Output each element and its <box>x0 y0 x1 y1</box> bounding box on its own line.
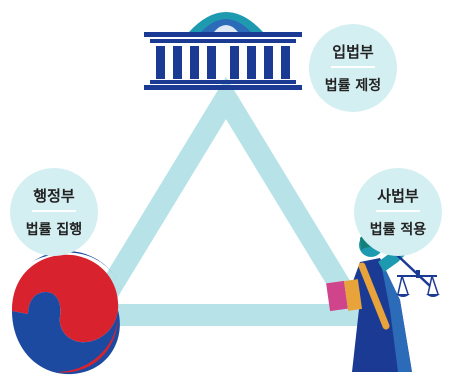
executive-branch-role: 법률 집행 <box>25 222 83 238</box>
executive-branch-name: 행정부 <box>33 187 75 205</box>
connecting-triangle <box>74 76 378 326</box>
judicial-branch-bubble: 사법부 법률 적용 <box>354 168 442 256</box>
bubble-divider <box>32 210 76 212</box>
judicial-branch-role: 법률 적용 <box>369 222 427 238</box>
bubble-divider <box>376 210 420 212</box>
judicial-branch-name: 사법부 <box>377 187 419 205</box>
legislative-branch-role: 법률 제정 <box>324 78 382 94</box>
government-emblem-icon <box>12 251 122 375</box>
legislative-branch-bubble: 입법부 법률 제정 <box>309 24 397 112</box>
legislative-branch-name: 입법부 <box>332 43 374 61</box>
lady-justice-icon <box>326 232 440 372</box>
bubble-divider <box>331 66 375 68</box>
executive-branch-bubble: 행정부 법률 집행 <box>10 168 98 256</box>
national-assembly-icon <box>144 12 302 90</box>
